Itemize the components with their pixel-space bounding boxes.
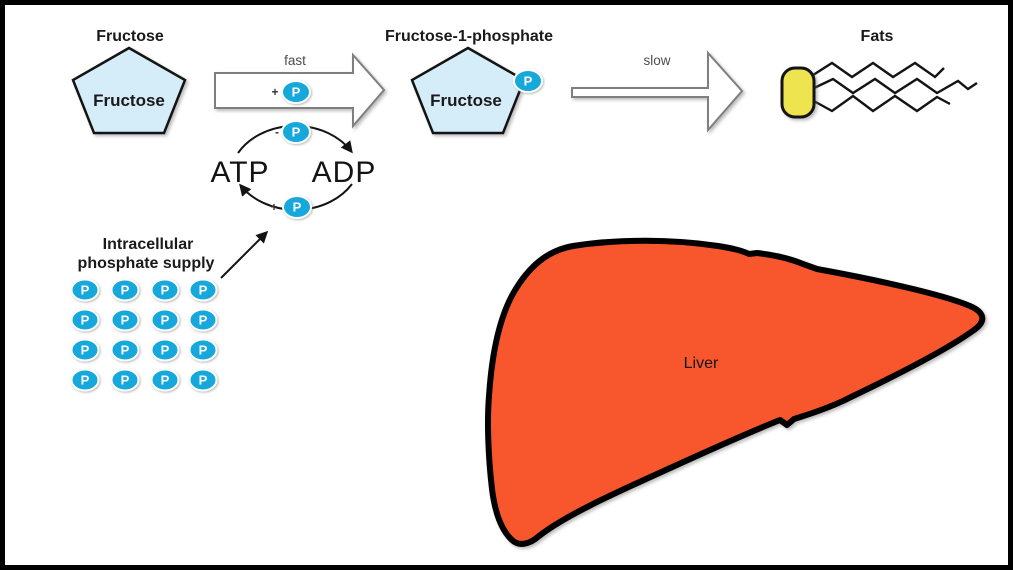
slow-arrow [571, 50, 744, 133]
phosphate-icon [282, 195, 312, 219]
phosphate-symbol: P [199, 283, 208, 298]
phosphate-icon [188, 278, 218, 302]
phosphate-icon [281, 80, 311, 104]
slow-label: slow [643, 53, 670, 68]
phosphate-symbol: P [121, 343, 130, 358]
phosphate-icon [70, 308, 100, 332]
phosphate-symbol: P [199, 313, 208, 328]
phosphate-symbol: P [524, 74, 533, 89]
phosphate-icon [70, 278, 100, 302]
phosphate-symbol: P [199, 343, 208, 358]
phosphate-icon [110, 368, 140, 392]
phosphate-symbol: P [292, 85, 301, 100]
supply-label-line2: phosphate supply [78, 255, 215, 272]
phosphate-icon [188, 338, 218, 362]
atp-label: ATP [210, 156, 269, 189]
fat-chain-middle [811, 77, 978, 95]
phosphate-icon [150, 278, 180, 302]
phosphate-symbol: P [81, 373, 90, 388]
phosphate-symbol: P [199, 373, 208, 388]
fats-title: Fats [861, 28, 894, 45]
fat-head [780, 66, 816, 119]
fructose-pentagon [71, 46, 187, 135]
minus-sign: - [275, 125, 279, 139]
phosphate-icon [188, 308, 218, 332]
phosphate-symbol: P [293, 200, 302, 215]
plus-sign-cycle: + [270, 200, 277, 214]
fat-chain-top [809, 61, 945, 79]
phosphate-icon [513, 69, 543, 93]
fructose-1-phosphate-pentagon-label: Fructose [430, 91, 502, 110]
phosphate-icon [70, 368, 100, 392]
liver-shape [485, 237, 986, 547]
phosphate-symbol: P [161, 283, 170, 298]
phosphate-symbol: P [121, 313, 130, 328]
phosphate-badge-fast: P [281, 80, 311, 104]
phosphate-symbol: P [121, 373, 130, 388]
fast-label: fast [284, 53, 306, 68]
supply-label-line1: Intracellular [103, 236, 194, 253]
phosphate-icon [70, 338, 100, 362]
fructose-pentagon-label: Fructose [93, 91, 165, 110]
fructose-1-phosphate-title: Fructose-1-phosphate [385, 28, 553, 45]
phosphate-symbol: P [161, 373, 170, 388]
phosphate-icon [150, 338, 180, 362]
phosphate-icon [188, 368, 218, 392]
phosphate-icon [150, 368, 180, 392]
fructose-title: Fructose [96, 28, 164, 45]
fat-chain-bottom [811, 94, 951, 113]
phosphate-symbol: P [81, 343, 90, 358]
phosphate-badge-f1p: P [513, 69, 543, 93]
fat-molecule [780, 61, 978, 119]
phosphate-badge-plus: P [282, 195, 312, 219]
phosphate-icon [110, 338, 140, 362]
phosphate-symbol: P [81, 313, 90, 328]
phosphate-symbol: P [81, 283, 90, 298]
phosphate-icon [150, 308, 180, 332]
liver: Liver [485, 237, 986, 547]
phosphate-icon [281, 120, 311, 144]
fructose-1-phosphate-pentagon [410, 46, 526, 135]
phosphate-icon [110, 308, 140, 332]
phosphate-symbol: P [161, 313, 170, 328]
adp-label: ADP [312, 156, 377, 189]
plus-sign-fast: + [271, 85, 278, 99]
phosphate-symbol: P [161, 343, 170, 358]
supply-arrow [220, 230, 269, 279]
phosphate-symbol: P [292, 125, 301, 140]
phosphate-symbol: P [121, 283, 130, 298]
phosphate-badge-minus: P [281, 120, 311, 144]
phosphate-icon [110, 278, 140, 302]
phosphate-grid: P P P P P P P P P P P P P P P P [70, 278, 218, 392]
liver-label: Liver [684, 355, 719, 372]
